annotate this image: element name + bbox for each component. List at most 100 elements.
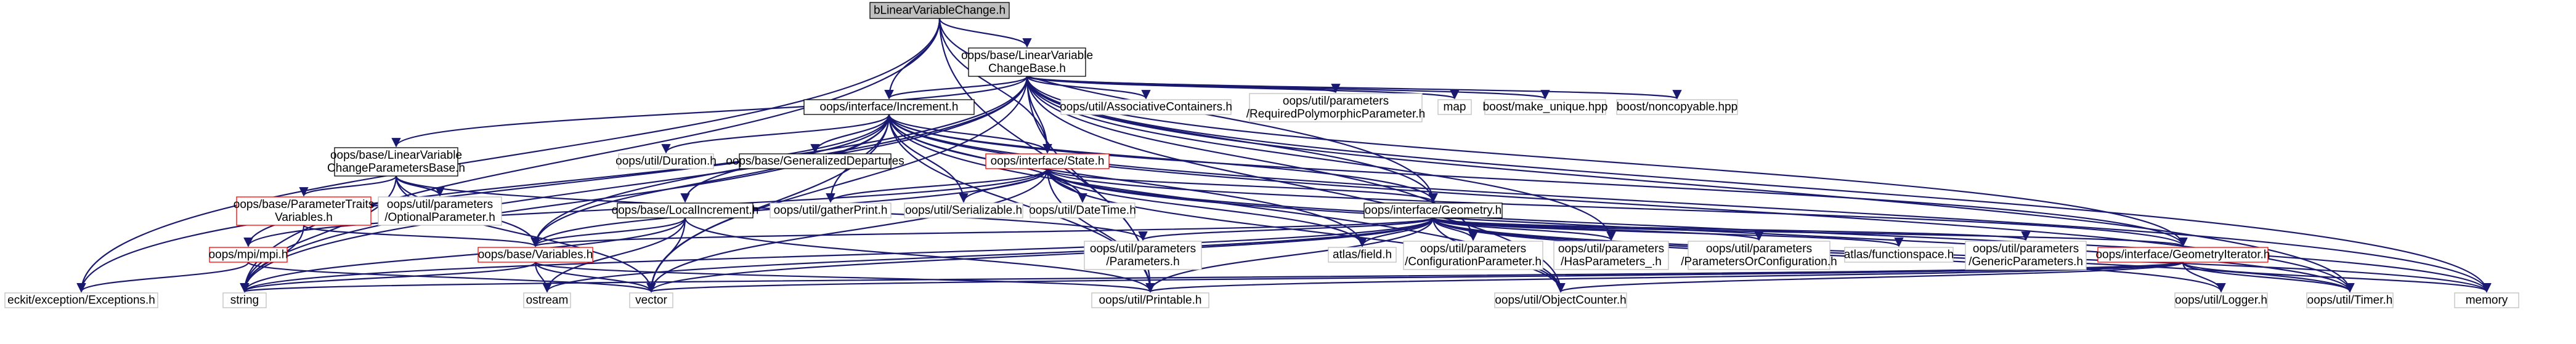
node-box-map [1437, 99, 1472, 115]
node-eckit[interactable]: eckit/exception/Exceptions.h [4, 292, 158, 308]
node-memory[interactable]: memory [2454, 292, 2519, 308]
edge-lvcb-to-string [240, 76, 1028, 293]
node-gendep[interactable]: oops/base/GeneralizedDepartures [726, 153, 904, 169]
node-noncopyable[interactable]: boost/noncopyable.hpp [1616, 99, 1738, 115]
node-box-geometry [1363, 202, 1503, 218]
node-optparam[interactable]: oops/util/parameters/OptionalParameter.h [378, 196, 502, 226]
node-box-makeunique [1484, 99, 1606, 115]
node-label-fnspace-0: atlas/functionspace.h [1844, 249, 1954, 262]
node-lvcpb[interactable]: oops/base/LinearVariableChangeParameters… [327, 147, 465, 177]
node-label-duration-0: oops/util/Duration.h [616, 155, 717, 168]
node-serializable[interactable]: oops/util/Serializable.h [904, 202, 1023, 218]
node-label-assoc-0: oops/util/AssociativeContainers.h [1060, 101, 1232, 114]
node-duration[interactable]: oops/util/Duration.h [616, 153, 717, 169]
edge-geometry-to-fnspace [1432, 217, 1904, 247]
node-mpi[interactable]: oops/mpi/mpi.h [209, 247, 288, 263]
node-label-confparam-1: /ConfigurationParameter.h [1405, 255, 1542, 268]
edge-lvcb-to-increment [884, 76, 1028, 100]
node-label-memory-0: memory [2466, 294, 2508, 307]
node-label-serializable-0: oops/util/Serializable.h [905, 204, 1022, 217]
node-atlasfield[interactable]: atlas/field.h [1328, 247, 1397, 263]
node-box-confparam [1403, 241, 1543, 270]
node-label-objcounter-0: oops/util/ObjectCounter.h [1495, 294, 1626, 307]
node-assoc[interactable]: oops/util/AssociativeContainers.h [1060, 99, 1232, 115]
node-genparams[interactable]: oops/util/parameters/GenericParameters.h [1965, 241, 2087, 270]
node-state[interactable]: oops/interface/State.h [985, 153, 1110, 169]
node-box-datetime [1030, 202, 1136, 218]
edge-increment-to-gendep [810, 114, 890, 154]
node-label-variables-0: oops/base/Variables.h [478, 249, 593, 262]
node-label-printable-0: oops/util/Printable.h [1099, 294, 1202, 307]
node-string[interactable]: string [222, 292, 267, 308]
node-map[interactable]: map [1437, 99, 1472, 115]
node-box-duration [618, 153, 714, 169]
node-printable[interactable]: oops/util/Printable.h [1091, 292, 1209, 308]
edge-geoiter-to-memory [2182, 261, 2492, 293]
edge-geoiter-to-timer [2182, 262, 2355, 293]
node-gatherprint[interactable]: oops/util/gatherPrint.h [770, 202, 892, 218]
edge-state-to-gatherprint [826, 168, 1049, 203]
edge-lvcb-to-noncopyable [1026, 75, 1681, 100]
node-increment[interactable]: oops/interface/Increment.h [803, 99, 975, 115]
node-parameters[interactable]: oops/util/parameters/Parameters.h [1084, 241, 1202, 270]
edge-root-to-increment [884, 18, 941, 100]
node-geoiter[interactable]: oops/interface/GeometryIterator.h [2095, 247, 2270, 263]
node-reqpoly[interactable]: oops/util/parameters/RequiredPolymorphic… [1246, 93, 1425, 122]
node-ostream[interactable]: ostream [523, 292, 571, 308]
node-hasparams[interactable]: oops/util/parameters/HasParameters_.h [1553, 241, 1669, 270]
node-label-lvcpb-0: oops/base/LinearVariable [330, 149, 462, 162]
edge-geometry-to-variables [531, 217, 1434, 247]
node-geometry[interactable]: oops/interface/Geometry.h [1363, 202, 1503, 218]
node-root[interactable]: bLinearVariableChange.h [869, 2, 1010, 19]
node-label-mpi-0: oops/mpi/mpi.h [209, 249, 288, 262]
node-fnspace[interactable]: atlas/functionspace.h [1844, 247, 1954, 263]
node-box-geoiter [2097, 247, 2269, 263]
node-makeunique[interactable]: boost/make_unique.hpp [1483, 99, 1608, 115]
edge-mpi-to-vector [247, 261, 656, 293]
node-label-increment-0: oops/interface/Increment.h [820, 101, 959, 114]
edge-increment-to-duration [661, 114, 890, 154]
edge-state-to-vector [646, 168, 1049, 293]
edge-geoiter-to-printable [1146, 261, 2184, 293]
node-box-state [985, 153, 1110, 169]
node-box-paramsorconf [1688, 241, 1830, 270]
node-label-vector-0: vector [635, 294, 667, 307]
node-timer[interactable]: oops/util/Timer.h [2306, 292, 2394, 308]
node-objcounter[interactable]: oops/util/ObjectCounter.h [1494, 292, 1627, 308]
node-box-localinc [617, 202, 754, 218]
node-box-ptv [236, 196, 372, 226]
node-label-genparams-1: /GenericParameters.h [1969, 255, 2083, 268]
edge-variables-to-ostream [534, 262, 552, 293]
node-box-lvcpb [334, 147, 458, 177]
edge-geometry-to-geoiter [1432, 217, 2187, 247]
edge-geometry-to-memory [1432, 217, 2492, 293]
node-label-optparam-0: oops/util/parameters [387, 198, 493, 211]
node-box-timer [2306, 292, 2394, 308]
node-label-gatherprint-0: oops/util/gatherPrint.h [774, 204, 888, 217]
edge-lvcb-to-memory [1026, 76, 2492, 293]
node-box-vector [629, 292, 673, 308]
node-box-noncopyable [1616, 99, 1738, 115]
node-variables[interactable]: oops/base/Variables.h [477, 247, 593, 263]
node-label-lvcb-0: oops/base/LinearVariable [961, 49, 1093, 62]
node-datetime[interactable]: oops/util/DateTime.h [1029, 202, 1136, 218]
node-localinc[interactable]: oops/base/LocalIncrement.h [612, 202, 759, 218]
node-label-lvcpb-1: ChangeParametersBase.h [327, 162, 465, 175]
node-label-reqpoly-0: oops/util/parameters [1283, 95, 1389, 108]
node-label-ostream-0: ostream [526, 294, 569, 307]
node-label-hasparams-0: oops/util/parameters [1558, 242, 1664, 255]
node-confparam[interactable]: oops/util/parameters/ConfigurationParame… [1403, 241, 1543, 270]
node-logger[interactable]: oops/util/Logger.h [2174, 292, 2268, 308]
node-label-string-0: string [230, 294, 259, 307]
node-paramsorconf[interactable]: oops/util/parameters/ParametersOrConfigu… [1681, 241, 1837, 270]
node-label-parameters-0: oops/util/parameters [1090, 242, 1196, 255]
node-label-lvcb-1: ChangeBase.h [988, 62, 1066, 75]
edge-state-to-serializable [959, 168, 1049, 203]
node-label-reqpoly-1: /RequiredPolymorphicParameter.h [1246, 108, 1425, 121]
edge-state-to-atlasfield [1046, 168, 1367, 247]
node-vector[interactable]: vector [629, 292, 673, 308]
node-box-hasparams [1553, 241, 1669, 270]
node-label-parameters-1: /Parameters.h [1106, 255, 1179, 268]
